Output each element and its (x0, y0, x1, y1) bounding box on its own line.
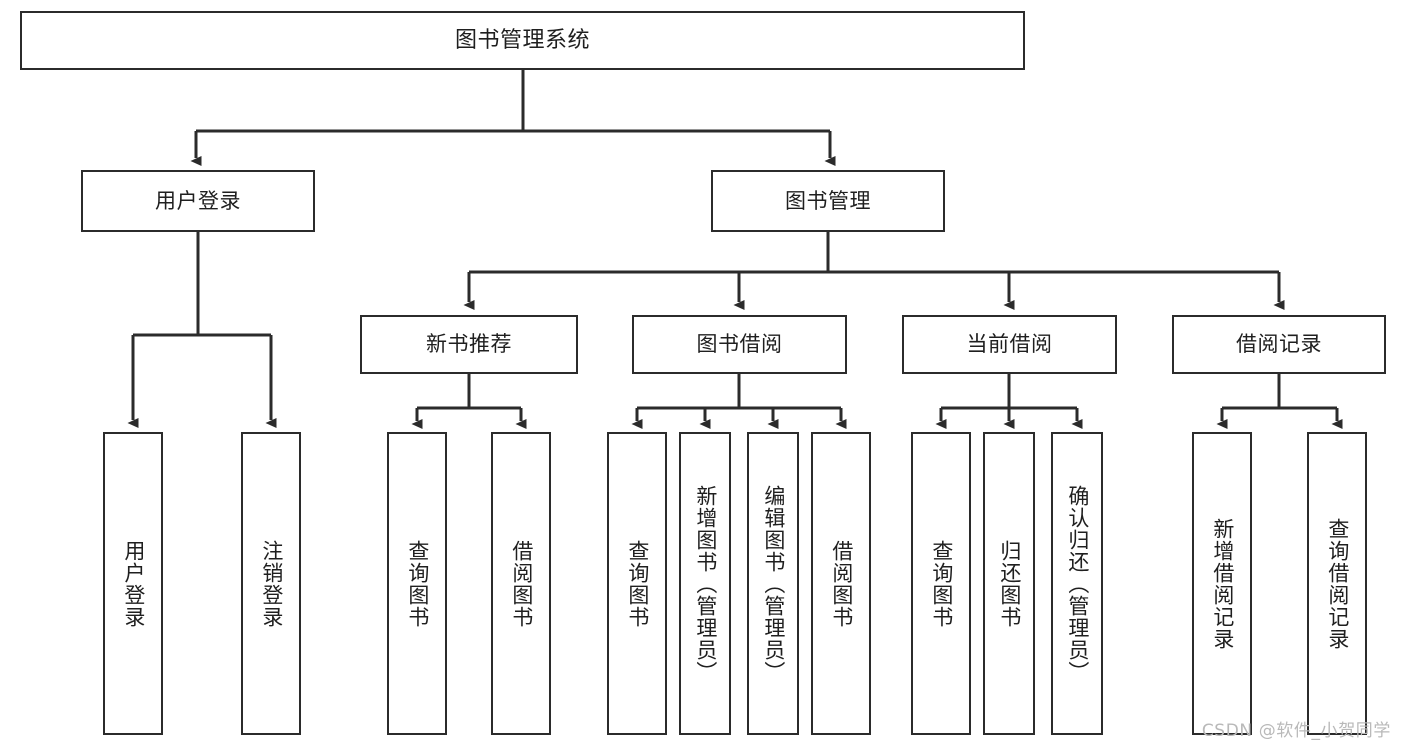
node-root-library-system[interactable]: 图书管理系统 (20, 11, 1025, 70)
leaf-query-books-recommend[interactable]: 查询图书 (387, 432, 447, 735)
leaf-query-borrow-record[interactable]: 查询借阅记录 (1307, 432, 1367, 735)
leaf-confirm-return-admin[interactable]: 确认归还（管理员） (1051, 432, 1103, 735)
node-user-login[interactable]: 用户登录 (81, 170, 315, 232)
leaf-edit-book-admin[interactable]: 编辑图书（管理员） (747, 432, 799, 735)
node-label: 查询图书 (405, 539, 430, 628)
node-label: 查询图书 (625, 539, 650, 628)
node-label: 新增图书（管理员） (693, 484, 718, 683)
node-label: 图书管理系统 (454, 27, 590, 53)
leaf-logout[interactable]: 注销登录 (241, 432, 301, 735)
leaf-add-book-admin[interactable]: 新增图书（管理员） (679, 432, 731, 735)
watermark: CSDN @软件_小贺同学 (1201, 721, 1391, 741)
node-borrow-records[interactable]: 借阅记录 (1172, 315, 1386, 374)
node-label: 借阅记录 (1236, 332, 1322, 357)
leaf-query-books-borrowing[interactable]: 查询图书 (607, 432, 667, 735)
node-label: 查询借阅记录 (1325, 517, 1350, 650)
node-label: 借阅图书 (829, 539, 854, 628)
node-label: 借阅图书 (509, 539, 534, 628)
node-label: 图书借阅 (696, 332, 783, 357)
node-label: 新书推荐 (426, 332, 512, 357)
node-label: 注销登录 (259, 539, 284, 628)
node-label: 图书管理 (785, 188, 871, 213)
leaf-query-books-current[interactable]: 查询图书 (911, 432, 971, 735)
node-book-management[interactable]: 图书管理 (711, 170, 945, 232)
node-label: 编辑图书（管理员） (761, 484, 786, 683)
node-label: 新增借阅记录 (1210, 517, 1235, 650)
leaf-borrow-books-borrowing[interactable]: 借阅图书 (811, 432, 871, 735)
node-label: 当前借阅 (966, 332, 1053, 357)
node-label: 用户登录 (155, 188, 241, 213)
node-book-borrowing[interactable]: 图书借阅 (632, 315, 847, 374)
node-label: 归还图书 (997, 539, 1022, 628)
node-label: 用户登录 (121, 539, 146, 628)
leaf-borrow-books-recommend[interactable]: 借阅图书 (491, 432, 551, 735)
node-current-borrowing[interactable]: 当前借阅 (902, 315, 1117, 374)
node-label: 查询图书 (929, 539, 954, 628)
node-new-book-recommendation[interactable]: 新书推荐 (360, 315, 578, 374)
leaf-add-borrow-record[interactable]: 新增借阅记录 (1192, 432, 1252, 735)
node-label: 确认归还（管理员） (1065, 484, 1090, 683)
leaf-return-books[interactable]: 归还图书 (983, 432, 1035, 735)
leaf-user-login[interactable]: 用户登录 (103, 432, 163, 735)
